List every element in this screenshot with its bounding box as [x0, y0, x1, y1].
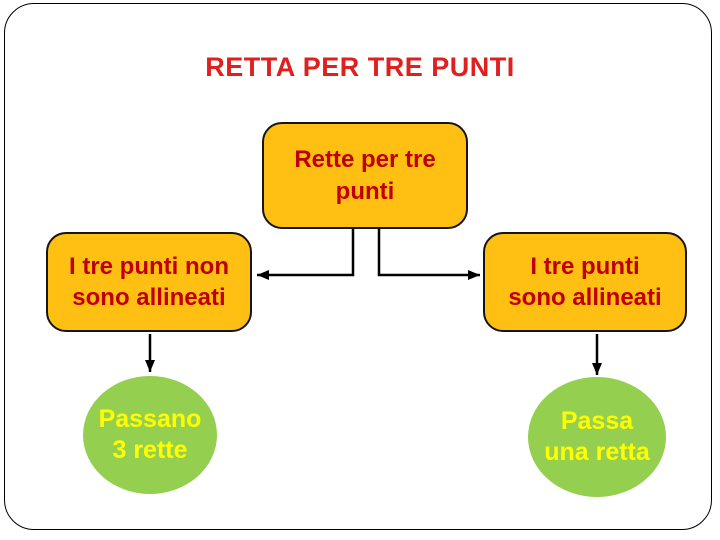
node-right-result-label: Passa una retta — [544, 406, 650, 466]
slide-title: RETTA PER TRE PUNTI — [205, 52, 515, 82]
node-right-branch: I tre punti sono allineati — [483, 232, 687, 332]
node-left-result: Passano 3 rette — [83, 376, 217, 494]
node-left-branch: I tre punti non sono allineati — [46, 232, 252, 332]
node-right-result: Passa una retta — [528, 377, 666, 497]
slide-border-frame — [4, 3, 712, 530]
node-left-result-label: Passano 3 rette — [98, 404, 202, 464]
node-root: Rette per tre punti — [262, 122, 468, 229]
node-root-label: Rette per tre punti — [294, 146, 436, 205]
node-left-branch-label: I tre punti non sono allineati — [69, 252, 229, 311]
node-right-branch-label: I tre punti sono allineati — [508, 252, 662, 311]
